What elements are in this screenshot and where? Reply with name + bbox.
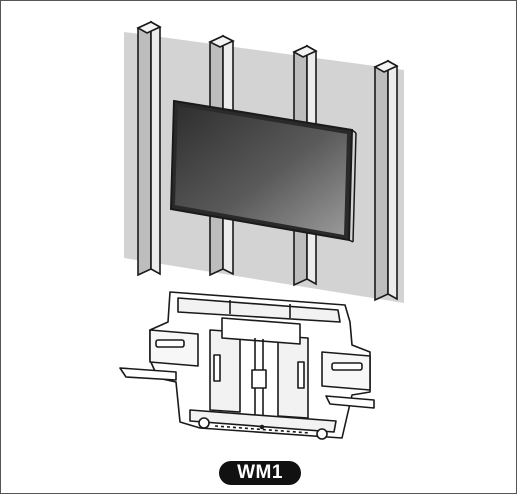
bracket-right-hook bbox=[325, 395, 375, 409]
bracket-left-arm bbox=[149, 329, 199, 367]
stud-1 bbox=[136, 20, 162, 277]
bracket-bottom-rail bbox=[189, 409, 337, 433]
bracket-top-rail bbox=[177, 297, 341, 323]
wall-mount-bracket bbox=[119, 291, 375, 440]
bracket-center-column bbox=[221, 317, 301, 345]
tv-screen bbox=[169, 99, 357, 243]
bracket-left-hook bbox=[119, 367, 177, 381]
model-label-badge: WM1 bbox=[219, 461, 301, 485]
stud-4 bbox=[373, 59, 399, 302]
bracket-right-arm bbox=[321, 351, 371, 391]
